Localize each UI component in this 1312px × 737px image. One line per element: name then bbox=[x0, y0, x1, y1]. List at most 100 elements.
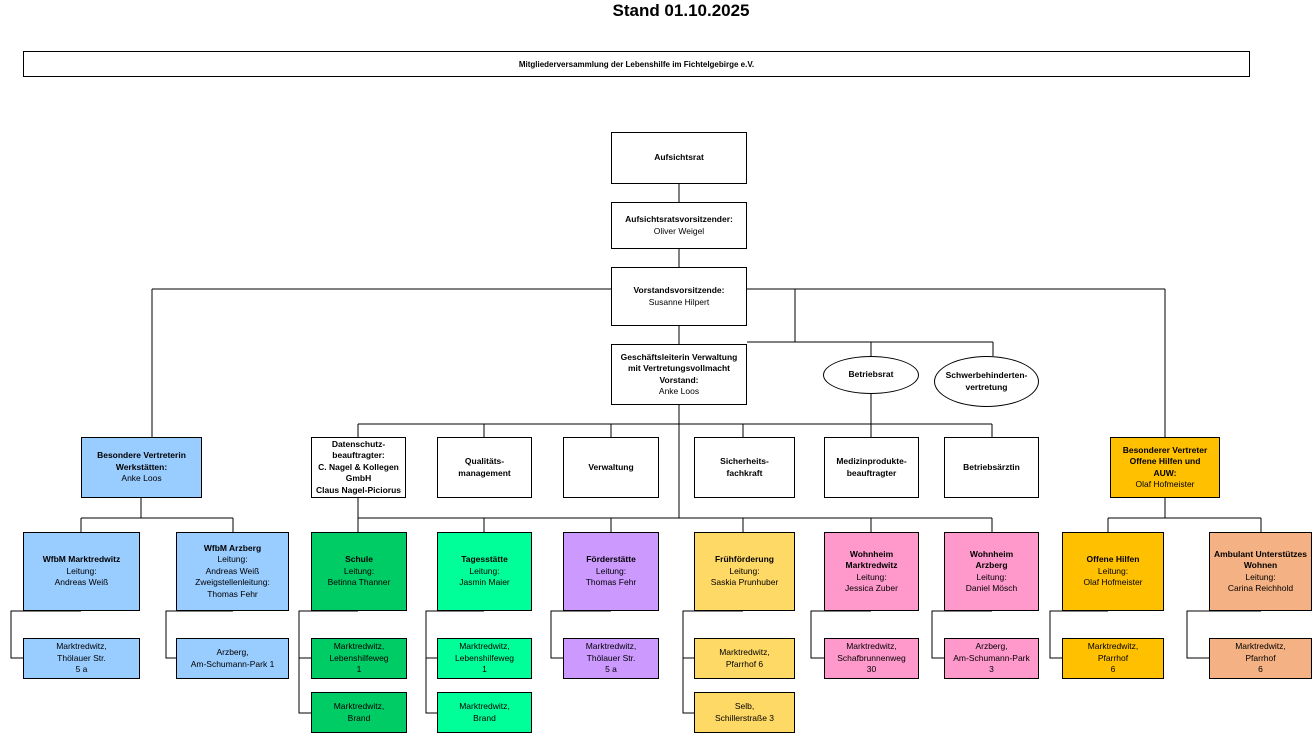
location-foerderstaette-1: Marktredwitz, Thölauer Str. 5 a bbox=[563, 638, 659, 679]
location-line3: 1 bbox=[356, 664, 362, 675]
managing-director-name: Anke Loos bbox=[658, 386, 700, 396]
special-rep-open-help-line2: Offene Hilfen und bbox=[1129, 456, 1201, 466]
unit-lead-label: Leitung: bbox=[217, 554, 248, 565]
unit-title: Tagesstätte bbox=[461, 554, 508, 565]
unit-title: Schule bbox=[345, 554, 373, 565]
location-line2: Schillerstraße 3 bbox=[714, 712, 775, 723]
location-line3: 5 a bbox=[75, 664, 88, 675]
special-rep-workshops-name: Anke Loos bbox=[121, 473, 162, 484]
location-line3: 6 bbox=[1110, 664, 1116, 675]
unit-lead-name: Betinna Thanner bbox=[327, 577, 391, 588]
board-chair-name: Oliver Weigel bbox=[653, 225, 705, 236]
location-line2: Lebenshilfeweg bbox=[329, 652, 389, 663]
location-line2: Brand bbox=[347, 712, 371, 723]
unit-title: Frühförderung bbox=[714, 554, 775, 565]
special-rep-workshops-line1: Besondere Vertreterin bbox=[97, 450, 186, 461]
location-fruehfoerderung-1: Marktredwitz, Pfarrhof 6 bbox=[694, 638, 795, 679]
unit-title-line2: Arzberg bbox=[975, 560, 1008, 570]
location-line2: Am-Schumann-Park bbox=[953, 652, 1030, 663]
executive-chair-title: Vorstandsvorsitzende: bbox=[633, 285, 725, 295]
managing-director-line1: Geschäftsleiterin Verwaltung bbox=[620, 351, 738, 362]
data-protection-line5: Claus Nagel-Piciorus bbox=[315, 484, 402, 495]
unit-tagesstaette: Tagesstätte Leitung: Jasmin Maier bbox=[437, 532, 532, 611]
unit-lead-name: Carina Reichhold bbox=[1227, 583, 1294, 593]
location-line2: Pfarrhof bbox=[1245, 652, 1276, 663]
location-line1: Marktredwitz, bbox=[56, 641, 107, 652]
special-rep-open-help-box: Besonderer Vertreter Offene Hilfen und A… bbox=[1110, 437, 1220, 498]
location-line2: Lebenshilfeweg bbox=[454, 652, 515, 663]
administration-box: Verwaltung bbox=[563, 437, 659, 498]
executive-chair-name: Susanne Hilpert bbox=[648, 296, 710, 307]
unit-lead-label: Leitung: bbox=[469, 565, 500, 576]
company-doctor-label: Betriebsärztin bbox=[963, 461, 1020, 472]
location-line1: Selb, bbox=[734, 701, 755, 711]
data-protection-line4: GmbH bbox=[345, 473, 372, 484]
unit-title: Förderstätte bbox=[586, 554, 636, 565]
safety-officer-line1: Sicherheits- bbox=[720, 456, 769, 466]
safety-officer-line2: fachkraft bbox=[726, 467, 763, 478]
special-rep-open-help-line1: Besonderer Vertreter bbox=[1122, 444, 1208, 455]
medical-devices-officer-box: Medizinprodukte- beauftragter bbox=[824, 437, 919, 498]
managing-director-line3: Vorstand: bbox=[659, 374, 699, 385]
unit-lead-name: Thomas Fehr bbox=[585, 577, 637, 588]
unit-lead-name: Andreas Weiß bbox=[205, 565, 260, 576]
location-line3: 5 a bbox=[605, 664, 617, 675]
company-doctor-box: Betriebsärztin bbox=[944, 437, 1039, 498]
unit-title: Offene Hilfen bbox=[1086, 554, 1140, 565]
administration-label: Verwaltung bbox=[588, 461, 634, 472]
managing-director-box: Geschäftsleiterin Verwaltung mit Vertret… bbox=[611, 344, 747, 405]
unit-lead-label: Leitung: bbox=[729, 565, 760, 576]
location-line1: Marktredwitz, bbox=[333, 641, 385, 652]
special-rep-workshops-box: Besondere Vertreterin Werkstätten: Anke … bbox=[81, 437, 202, 498]
data-protection-line1: Datenschutz- bbox=[331, 438, 386, 449]
unit-wohnheim-arzberg: Wohnheim Arzberg Leitung: Daniel Mösch bbox=[944, 532, 1039, 611]
unit-lead-label: Leitung: bbox=[66, 565, 97, 576]
unit-wfbm-arzberg: WfbM Arzberg Leitung: Andreas Weiß Zweig… bbox=[176, 532, 289, 611]
location-line3: 6 bbox=[1258, 664, 1263, 675]
unit-lead-label: Leitung: bbox=[1245, 571, 1276, 582]
unit-offene-hilfen: Offene Hilfen Leitung: Olaf Hofmeister bbox=[1062, 532, 1164, 611]
quality-management-box: Qualitäts- management bbox=[437, 437, 532, 498]
unit-lead-label: Leitung: bbox=[1097, 565, 1129, 576]
unit-title: WfbM Marktredwitz bbox=[42, 554, 121, 565]
location-tagesstaette-1: Marktredwitz, Lebenshilfeweg 1 bbox=[437, 638, 532, 679]
quality-management-line1: Qualitäts- bbox=[464, 456, 505, 466]
unit-wfbm-marktredwitz: WfbM Marktredwitz Leitung: Andreas Weiß bbox=[23, 532, 140, 611]
unit-schule: Schule Leitung: Betinna Thanner bbox=[311, 532, 407, 611]
location-line1: Marktredwitz, bbox=[585, 641, 637, 652]
unit-lead-label: Leitung: bbox=[976, 571, 1007, 582]
unit-foerderstaette: Förderstätte Leitung: Thomas Fehr bbox=[563, 532, 659, 611]
location-wfbm-marktredwitz: Marktredwitz, Thölauer Str. 5 a bbox=[23, 638, 140, 679]
location-line2: Brand bbox=[473, 712, 496, 723]
location-fruehfoerderung-2: Selb, Schillerstraße 3 bbox=[694, 692, 795, 733]
medical-devices-officer-line2: beauftragter bbox=[846, 467, 897, 478]
location-tagesstaette-2: Marktredwitz, Brand bbox=[437, 692, 532, 733]
location-ambulant-wohnen: Marktredwitz, Pfarrhof 6 bbox=[1209, 638, 1312, 679]
executive-chair-box: Vorstandsvorsitzende: Susanne Hilpert bbox=[611, 267, 747, 326]
location-line2: Pfarrhof bbox=[1097, 652, 1129, 663]
board-chair-title: Aufsichtsratsvorsitzender: bbox=[625, 214, 733, 224]
location-wohnheim-arzberg: Arzberg, Am-Schumann-Park 3 bbox=[944, 638, 1039, 679]
special-rep-workshops-line2: Werkstätten: bbox=[115, 461, 168, 472]
quality-management-line2: management bbox=[458, 467, 511, 478]
supervisory-board-label: Aufsichtsrat bbox=[654, 152, 704, 163]
unit-wohnheim-marktredwitz: Wohnheim Marktredwitz Leitung: Jessica Z… bbox=[824, 532, 919, 611]
location-line3: 3 bbox=[989, 664, 994, 675]
unit-lead-name: Saskia Prunhuber bbox=[710, 577, 779, 588]
disability-rep-ellipse: Schwerbehinderten- vertretung bbox=[934, 356, 1039, 407]
data-protection-line2: beauftragter: bbox=[332, 450, 385, 461]
data-protection-line3: C. Nagel & Kollegen bbox=[318, 461, 399, 472]
unit-ambulant-wohnen: Ambulant Unterstützes Wohnen Leitung: Ca… bbox=[1209, 532, 1312, 611]
location-line1: Marktredwitz, bbox=[333, 701, 385, 711]
location-line1: Marktredwitz, bbox=[1235, 641, 1286, 652]
works-council-ellipse: Betriebsrat bbox=[823, 356, 919, 394]
unit-lead-name: Jasmin Maier bbox=[459, 577, 510, 588]
location-line2: Thölauer Str. bbox=[57, 652, 106, 663]
location-line1: Marktredwitz, bbox=[846, 641, 897, 652]
data-protection-box: Datenschutz- beauftragter: C. Nagel & Ko… bbox=[311, 437, 406, 498]
board-chair-box: Aufsichtsratsvorsitzender: Oliver Weigel bbox=[611, 202, 747, 249]
location-line3: 30 bbox=[866, 664, 877, 675]
location-wohnheim-marktredwitz: Marktredwitz, Schafbrunnenweg 30 bbox=[824, 638, 919, 679]
location-line1: Marktredwitz, bbox=[459, 641, 510, 652]
location-line3: 1 bbox=[482, 664, 487, 675]
